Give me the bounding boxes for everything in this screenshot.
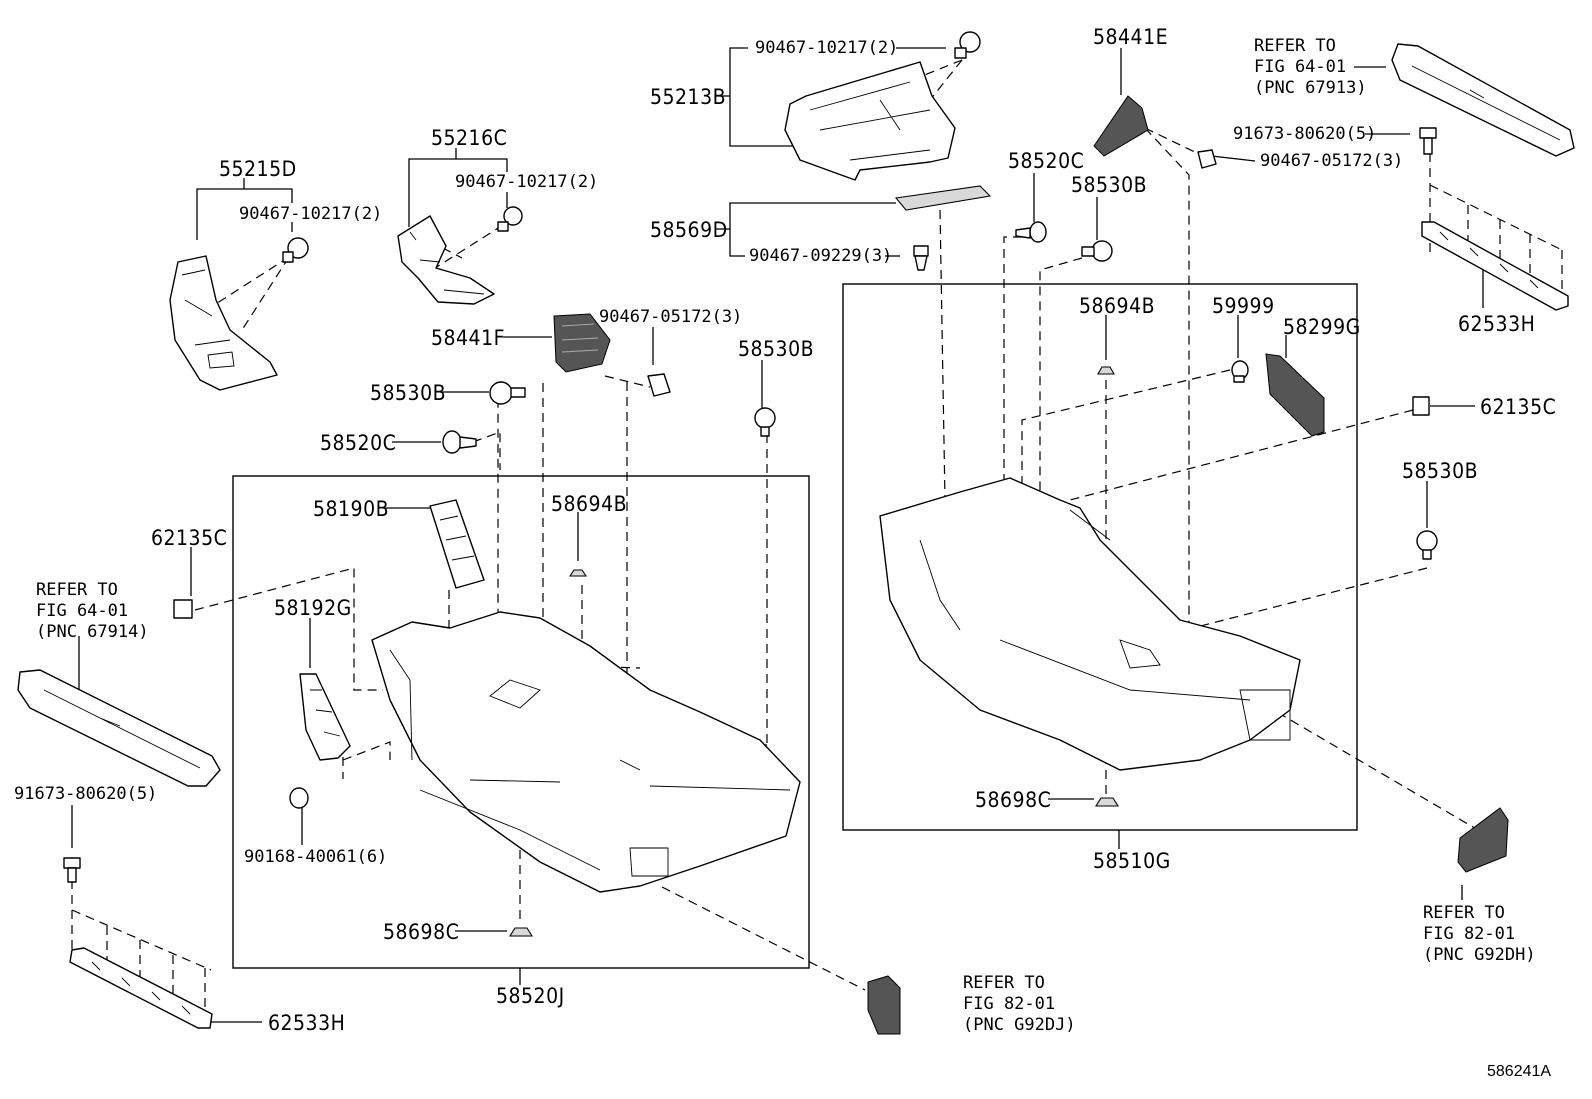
label-90467-10217-c: 90467-10217(2) xyxy=(755,38,899,58)
group-box-58520J xyxy=(232,475,810,969)
label-58441E: 58441E xyxy=(1093,25,1169,49)
label-55216C: 55216C xyxy=(431,126,508,150)
part-58441E xyxy=(1093,95,1149,157)
label-62135C-left: 62135C xyxy=(151,526,228,550)
ref-note-fig-64-01-left: REFER TO FIG 64-01 (PNC 67914) xyxy=(36,580,149,642)
part-58190B xyxy=(429,499,485,589)
grommet-58698C-right xyxy=(1095,797,1119,807)
label-62135C-right: 62135C xyxy=(1480,395,1557,419)
label-59999: 59999 xyxy=(1212,294,1275,318)
label-58530B-mid: 58530B xyxy=(738,337,815,361)
label-91673-80620-left: 91673-80620(5) xyxy=(14,784,158,804)
grommet-58698C-left xyxy=(509,927,533,937)
ref-note-fig-82-01-right: REFER TO FIG 82-01 (PNC G92DH) xyxy=(1423,903,1536,965)
grommet-58694B-right xyxy=(1097,366,1115,375)
part-55215D xyxy=(169,255,278,391)
screw-91673-80620-left xyxy=(63,857,81,883)
diagram-id: 586241A xyxy=(1487,1063,1552,1080)
label-58510G: 58510G xyxy=(1093,849,1171,873)
label-58441F: 58441F xyxy=(431,326,505,350)
rivet-58530B-right2 xyxy=(1416,530,1438,560)
clip-90168-40061 xyxy=(289,787,309,809)
part-58569D xyxy=(894,185,992,211)
part-58520J-carpet xyxy=(371,611,801,893)
label-90467-10217-a: 90467-10217(2) xyxy=(239,204,383,224)
label-58530B-right: 58530B xyxy=(1071,173,1148,197)
part-58192G xyxy=(299,673,351,761)
label-58530B-right2: 58530B xyxy=(1402,459,1479,483)
label-62533H-left: 62533H xyxy=(268,1011,346,1035)
label-58569D: 58569D xyxy=(650,218,728,242)
clip-90467-09229 xyxy=(913,245,929,271)
rail-62533H-right xyxy=(1421,221,1569,311)
group-box-58510G xyxy=(842,283,1358,831)
label-58190B: 58190B xyxy=(313,497,390,521)
ref-note-fig-64-01-top: REFER TO FIG 64-01 (PNC 67913) xyxy=(1254,36,1367,98)
label-58530B-left: 58530B xyxy=(370,381,447,405)
label-90467-05172-right: 90467-05172(3) xyxy=(1260,151,1404,171)
part-59999 xyxy=(1231,360,1249,383)
label-58698C-left: 58698C xyxy=(383,920,460,944)
label-58192G: 58192G xyxy=(274,596,352,620)
label-58698C-right: 58698C xyxy=(975,788,1052,812)
duct-ref-g92dh xyxy=(1457,807,1509,873)
duct-ref-g92dj xyxy=(867,975,901,1035)
part-58441F xyxy=(553,313,611,373)
clip-90467-05172-left xyxy=(647,373,671,397)
clip-90467-10217-b xyxy=(497,206,523,232)
scuff-plate-left xyxy=(17,669,221,787)
label-58520J: 58520J xyxy=(496,984,565,1008)
screw-91673-80620-right xyxy=(1419,127,1437,155)
rivet-58530B-right xyxy=(1081,240,1113,262)
label-55213B: 55213B xyxy=(650,85,727,109)
rivet-58530B-left xyxy=(489,381,526,405)
label-90168-40061: 90168-40061(6) xyxy=(244,847,388,867)
clip-62135C-left xyxy=(173,599,193,619)
label-90467-10217-b: 90467-10217(2) xyxy=(455,172,599,192)
label-62533H-right: 62533H xyxy=(1458,312,1536,336)
label-58299G: 58299G xyxy=(1283,315,1361,339)
clip-62135C-right xyxy=(1412,396,1430,416)
label-90467-09229: 90467-09229(3) xyxy=(749,246,893,266)
label-55215D: 55215D xyxy=(219,157,297,181)
screw-58520C-right xyxy=(1015,221,1047,243)
part-55213B xyxy=(784,61,956,181)
clip-90467-05172-right xyxy=(1197,149,1217,169)
label-58694B-left: 58694B xyxy=(551,492,628,516)
clip-90467-10217-a xyxy=(282,237,309,263)
part-55216C xyxy=(397,215,495,305)
rivet-58530B-mid xyxy=(754,407,776,437)
label-58694B-right: 58694B xyxy=(1079,294,1156,318)
clip-90467-10217-c xyxy=(954,31,981,59)
part-58299G xyxy=(1265,353,1325,437)
screw-58520C-left xyxy=(442,430,477,454)
ref-note-fig-82-01-bottom: REFER TO FIG 82-01 (PNC G92DJ) xyxy=(963,973,1076,1035)
rail-62533H-left xyxy=(69,947,213,1029)
label-90467-05172-left: 90467-05172(3) xyxy=(599,307,743,327)
grommet-58694B-left xyxy=(568,569,588,577)
leader-lines xyxy=(71,47,1484,1023)
scuff-plate-right xyxy=(1391,43,1575,157)
label-58520C-left: 58520C xyxy=(320,431,397,455)
part-58510G-carpet xyxy=(879,477,1301,771)
label-91673-80620-right: 91673-80620(5) xyxy=(1233,124,1377,144)
label-58520C-right: 58520C xyxy=(1008,149,1085,173)
